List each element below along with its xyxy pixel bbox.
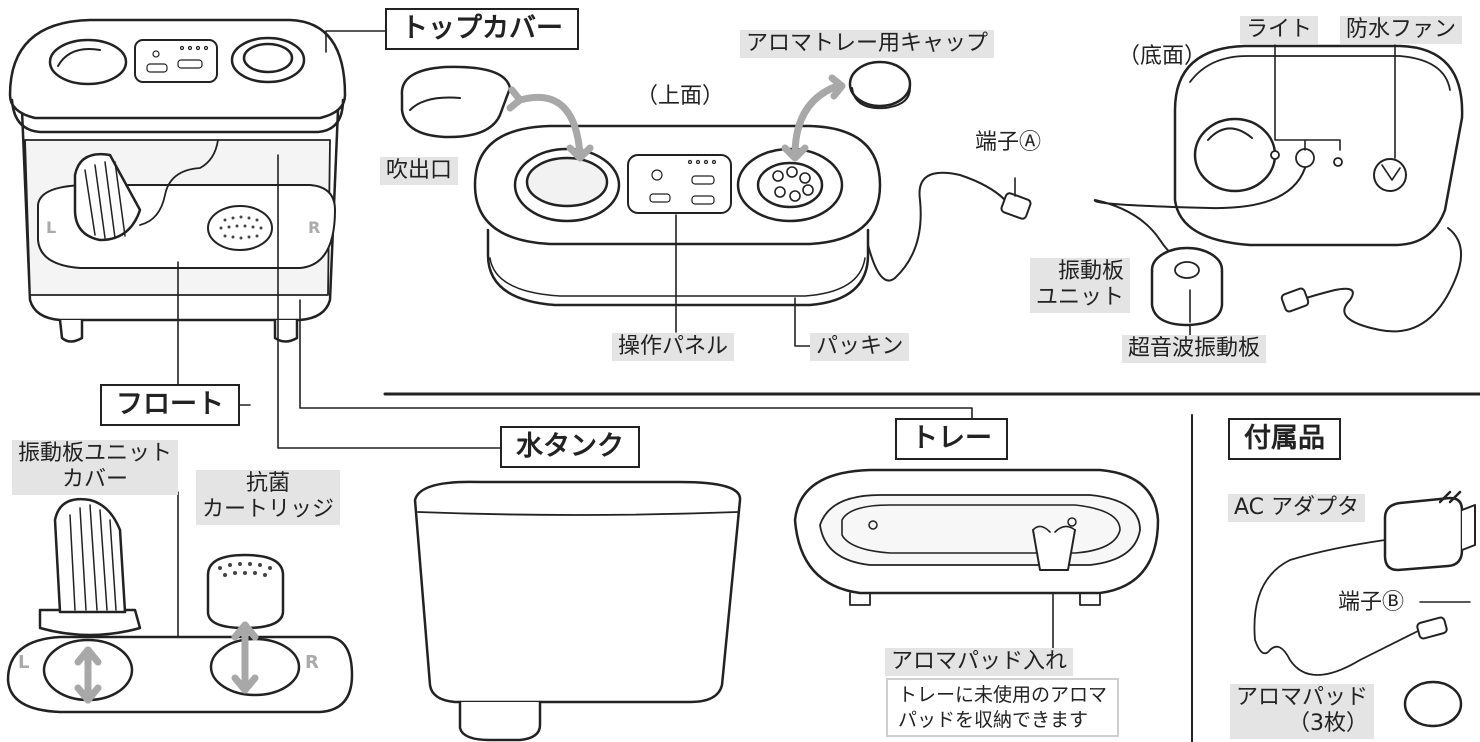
aroma-pad-illustration — [1403, 680, 1463, 728]
outlet-lid — [400, 65, 512, 139]
top-view-label: （上面） — [636, 84, 725, 109]
terminal-b-label: 端子Ⓑ — [1338, 590, 1405, 615]
terminal-a-label: 端子Ⓐ — [975, 130, 1042, 155]
packing-label: パッキン — [810, 333, 910, 362]
ac-adapter-illustration — [1253, 490, 1476, 676]
vibration-unit-label: 振動板 ユニット — [1030, 258, 1131, 313]
vibration-unit-illustration — [1150, 246, 1224, 327]
tray-note-line2: パッドを収納できます — [898, 708, 1089, 731]
aroma-pad-line2: （3枚） — [1288, 711, 1369, 737]
tray-note-line1: トレーに未使用のアロマ — [898, 684, 1108, 706]
aroma-cap — [848, 60, 912, 110]
aroma-pad-line1: アロマパッド — [1236, 685, 1369, 710]
mark-l-float: L — [18, 652, 30, 673]
aroma-pad-holder-label: アロマパッド入れ — [885, 648, 1074, 677]
light-label: ライト — [1240, 16, 1319, 45]
waterproof-fan-label: 防水ファン — [1340, 16, 1463, 45]
mark-l-unit: L — [46, 218, 57, 237]
vibration-unit-line2: ユニット — [1036, 285, 1125, 311]
tray-note: トレーに未使用のアロマ パッドを収納できます — [886, 678, 1120, 738]
antibacterial-label: 抗菌 カートリッジ — [196, 470, 341, 525]
antibacterial-line2: カートリッジ — [202, 497, 335, 523]
antibacterial-line1: 抗菌 — [246, 471, 291, 496]
outlet-label: 吹出口 — [380, 157, 459, 186]
top-cover-label: トップカバー — [385, 8, 579, 51]
float-illustration — [6, 497, 354, 714]
leader-lines — [177, 30, 1471, 691]
top-view-unit — [473, 124, 1032, 307]
ac-adapter-label: AC アダプタ — [1228, 494, 1366, 523]
mark-r-unit: R — [308, 218, 321, 237]
vibration-cover-label: 振動板ユニット カバー — [12, 440, 179, 495]
aroma-pad-label: アロマパッド （3枚） — [1230, 684, 1375, 739]
bottom-view-unit — [1093, 44, 1464, 333]
vibration-unit-line1: 振動板 — [1058, 259, 1125, 284]
humidifier-illustration — [8, 18, 347, 343]
control-panel-label: 操作パネル — [612, 333, 735, 362]
tray-illustration — [793, 468, 1160, 606]
vibration-cover-line2: カバー — [62, 467, 129, 493]
mark-r-float: R — [305, 652, 319, 673]
tray-label: トレー — [895, 418, 1008, 461]
water-tank-illustration — [413, 480, 742, 742]
water-tank-label: 水タンク — [500, 426, 640, 469]
ultrasonic-plate-label: 超音波振動板 — [1122, 335, 1267, 364]
vibration-cover-line1: 振動板ユニット — [18, 441, 173, 466]
exchange-arrows — [506, 74, 846, 162]
accessories-label: 付属品 — [1228, 418, 1341, 461]
bottom-view-label: （底面） — [1118, 44, 1207, 69]
aroma-tray-cap-label: アロマトレー用キャップ — [740, 30, 995, 59]
float-label: フロート — [100, 384, 240, 427]
